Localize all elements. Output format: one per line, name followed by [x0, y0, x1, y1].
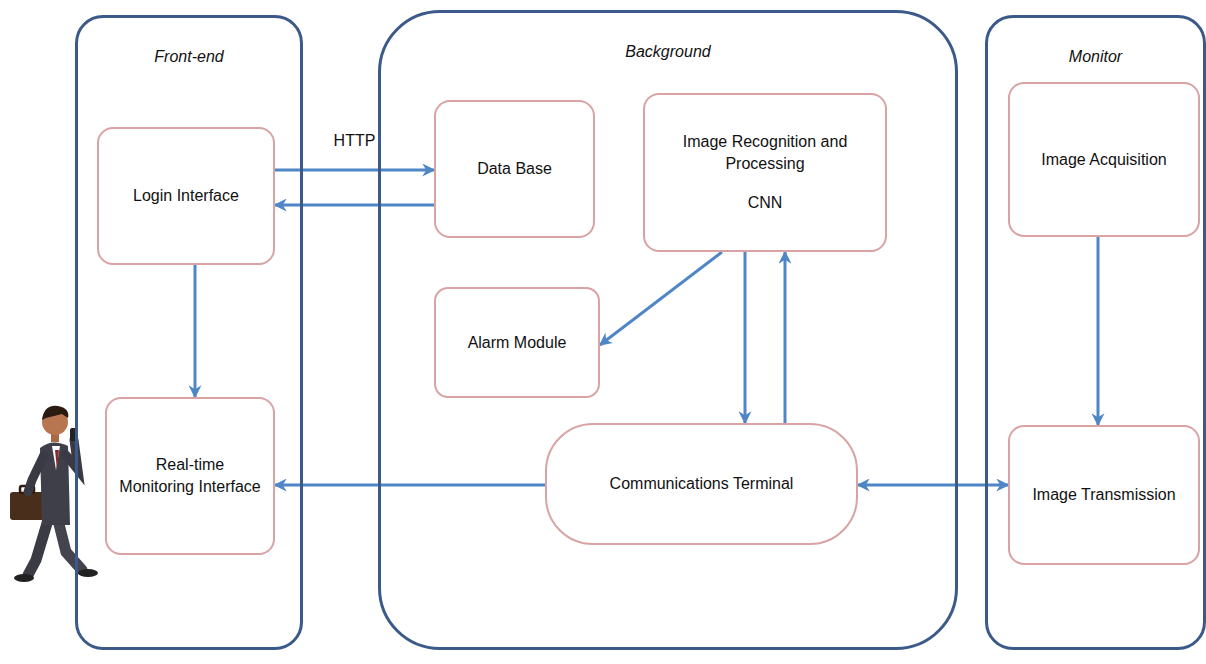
- tier-panel: MonitorImage AcquisitionImage Transmissi…: [985, 15, 1206, 650]
- module-box: Image Acquisition: [1008, 82, 1200, 237]
- box-label: Image Transmission: [1032, 484, 1175, 506]
- box-label: Alarm Module: [468, 332, 567, 354]
- method-label: CNN: [748, 192, 783, 214]
- front-leg: [58, 520, 82, 570]
- module-box: Image Recognition and ProcessingCNN: [643, 93, 887, 252]
- interface-box: Login Interface: [97, 127, 275, 265]
- tie: [55, 450, 59, 470]
- flow-arrow: [784, 252, 787, 423]
- tier-panel: Front-endLogin InterfaceReal-time Monito…: [75, 15, 303, 650]
- flow-arrow: [275, 484, 545, 487]
- panel-heading: Monitor: [988, 48, 1203, 66]
- shoe: [14, 574, 34, 582]
- interface-box: Real-time Monitoring Interface: [105, 397, 275, 555]
- protocol-label: HTTP: [331, 132, 379, 150]
- box-label: Login Interface: [133, 185, 239, 207]
- box-label: Real-time Monitoring Interface: [117, 454, 263, 497]
- back-leg: [28, 520, 48, 575]
- panel-heading: Front-end: [78, 48, 300, 66]
- module-box: Data Base: [434, 100, 595, 238]
- terminal-box: Communications Terminal: [545, 423, 858, 545]
- flow-arrow: [194, 265, 197, 397]
- arm: [28, 455, 44, 492]
- shirt: [52, 446, 60, 470]
- hair: [42, 406, 68, 420]
- box-label: Communications Terminal: [610, 473, 794, 495]
- tier-panel: BackgroundData Base Image Recognition and…: [378, 10, 958, 650]
- box-label: Image Recognition and Processing: [655, 131, 875, 174]
- flow-arrow: [744, 252, 747, 423]
- module-box: Alarm Module: [434, 287, 600, 398]
- box-label: Image Acquisition: [1041, 149, 1166, 171]
- businessman-figure: [10, 406, 98, 582]
- module-box: Image Transmission: [1008, 425, 1200, 565]
- box-label: Data Base: [477, 158, 552, 180]
- shoe: [78, 569, 98, 577]
- flow-arrow: [275, 204, 434, 207]
- flow-arrow: [275, 169, 434, 172]
- flow-arrow: [600, 252, 722, 345]
- panel-heading: Background: [381, 43, 955, 61]
- flow-arrow: [1097, 237, 1100, 425]
